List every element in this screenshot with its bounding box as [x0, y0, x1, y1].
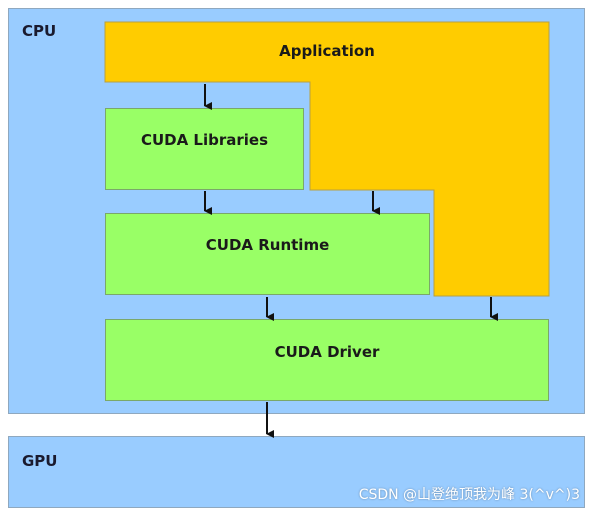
gpu-label: GPU	[22, 452, 58, 470]
cuda-runtime-block: CUDA Runtime	[105, 213, 430, 295]
cuda-libraries-block: CUDA Libraries	[105, 108, 304, 190]
application-shape	[104, 21, 550, 297]
cuda-driver-block: CUDA Driver	[105, 319, 549, 401]
watermark-text: CSDN @山登绝顶我为峰 3(^v^)3	[358, 487, 580, 503]
cuda-libraries-label: CUDA Libraries	[140, 131, 269, 149]
application-label: Application	[279, 42, 375, 60]
cpu-label: CPU	[22, 22, 57, 40]
cuda-driver-label: CUDA Driver	[274, 343, 380, 361]
gpu-region	[8, 436, 585, 508]
cuda-runtime-label: CUDA Runtime	[205, 236, 330, 254]
